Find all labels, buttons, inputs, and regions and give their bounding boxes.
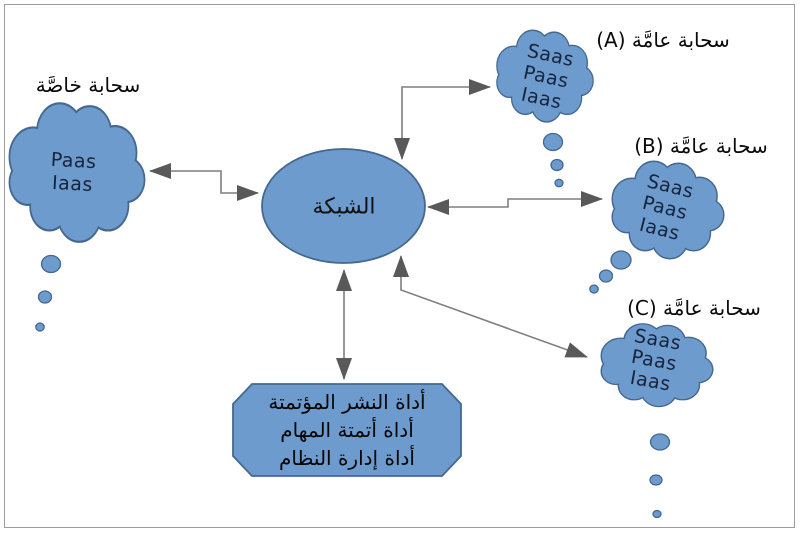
private-cloud-title: سحابة خاصَّة	[35, 73, 141, 97]
automation-tool-line: أداة أتمتة المهام	[280, 418, 414, 442]
network-ellipse	[261, 148, 426, 264]
public-cloud-a-thought-dots	[542, 132, 564, 188]
public-cloud-b-thought-dots	[589, 250, 632, 294]
network-label: الشبكة	[312, 194, 376, 220]
connector-network-public-cloud-b	[427, 191, 603, 215]
private-cloud-thought-dots	[35, 254, 62, 332]
private-cloud-services: Paas Iaas	[50, 148, 98, 197]
automation-box-text: أداة النشر المؤتمتة أداة أتمتة المهام أد…	[268, 388, 425, 472]
automation-tool-line: أداة النشر المؤتمتة	[268, 390, 426, 414]
automation-box-octagon	[232, 383, 462, 477]
automation-tool-line: أداة إدارة النظام	[279, 446, 415, 470]
public-cloud-b-title: سحابة عامَّة (B)	[634, 134, 768, 158]
connector-network-public-cloud-c	[393, 255, 588, 358]
public-cloud-c-title: سحابة عامَّة (C)	[627, 296, 761, 320]
public-cloud-a-title: سحابة عامَّة (A)	[596, 28, 730, 52]
diagram-border	[4, 4, 795, 528]
connector-network-private-cloud	[149, 163, 259, 201]
public-cloud-c-thought-dots	[649, 433, 671, 519]
connector-network-public-cloud-a	[394, 79, 491, 160]
